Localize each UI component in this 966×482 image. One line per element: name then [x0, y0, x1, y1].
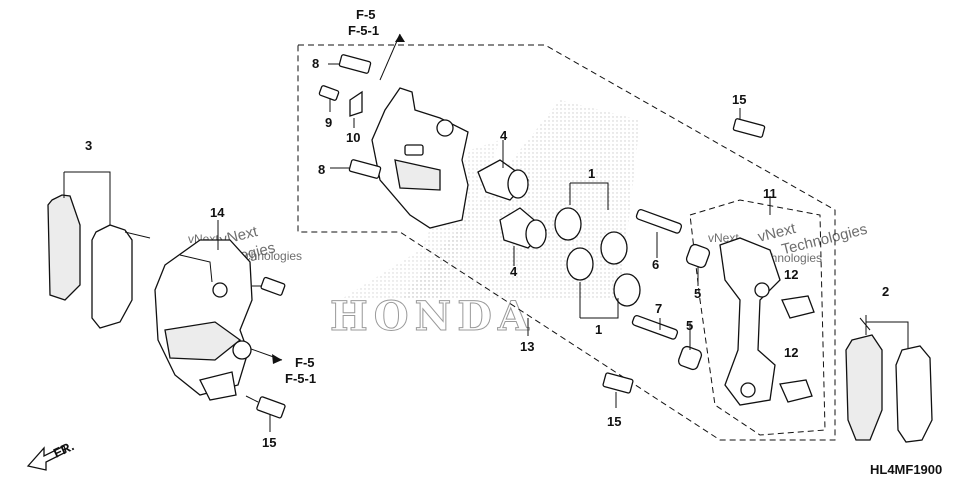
ref-side-line2: F-5-1: [285, 371, 316, 386]
seal-set: [554, 182, 641, 319]
ref-top: F-5 F-5-1: [348, 7, 405, 81]
bolt-15-upper: [732, 108, 766, 138]
brake-pad-set-right: [845, 315, 933, 443]
front-direction-arrow: FR.: [26, 438, 76, 471]
piston-upper: [477, 159, 529, 201]
callout-8-lower: 8: [318, 162, 325, 177]
bleeder-9: [318, 85, 340, 112]
callout-9: 9: [325, 115, 332, 130]
callout-15-caliper: 15: [262, 435, 276, 450]
bolt-15-caliper-top: [252, 276, 286, 296]
pad-spring-lower: [779, 379, 813, 403]
callout-13: 13: [520, 339, 534, 354]
callout-12-upper: 12: [784, 267, 798, 282]
ref-top-line1: F-5: [356, 7, 376, 22]
diagram-code: HL4MF1900: [870, 462, 942, 477]
callout-15-lower: 15: [607, 414, 621, 429]
pin-7: [631, 314, 679, 340]
ref-top-line2: F-5-1: [348, 23, 379, 38]
bleeder-cap-10: [349, 90, 363, 128]
callout-8-upper: 8: [312, 56, 319, 71]
leaders: [217, 140, 771, 432]
callout-10: 10: [346, 130, 360, 145]
boot-5-upper: [685, 243, 711, 269]
callout-5-lower: 5: [686, 318, 693, 333]
callout-1-upper: 1: [588, 166, 595, 181]
honda-watermark-text: HONDA: [330, 293, 535, 340]
callout-4-lower: 4: [510, 264, 518, 279]
callout-1-lower: 1: [595, 322, 602, 337]
pin-6: [635, 208, 683, 234]
callout-6: 6: [652, 257, 659, 272]
callout-3: 3: [85, 138, 92, 153]
bolt-8-upper: [328, 54, 372, 74]
callout-4-upper: 4: [500, 128, 508, 143]
brake-pad-set-left: [47, 171, 151, 329]
callout-2: 2: [882, 284, 889, 299]
bolt-8-lower: [330, 159, 382, 179]
callout-5-upper: 5: [694, 286, 701, 301]
callout-11: 11: [763, 186, 777, 201]
fr-label: FR.: [51, 438, 76, 460]
caliper-body: [154, 239, 253, 401]
callout-14: 14: [210, 205, 225, 220]
callout-7: 7: [655, 301, 662, 316]
caliper-upper: [371, 87, 469, 229]
callout-15-upper: 15: [732, 92, 746, 107]
vnext-watermark-left2-b: Technologies: [232, 249, 302, 263]
callout-numbers: 1 1 2 3 4 4 5 5 6 7 8 8 9 10 11 12 12 13…: [85, 56, 889, 450]
callout-12-lower: 12: [784, 345, 798, 360]
bolt-15-lower: [602, 372, 634, 394]
boot-5-lower: [677, 345, 703, 371]
caliper-bracket: [719, 237, 781, 406]
bracket-boundary: [689, 199, 826, 436]
bolt-15-caliper-bottom: [245, 395, 286, 419]
assembly-boundary: [297, 44, 836, 441]
piston-lower: [499, 207, 547, 249]
pad-spring-upper: [781, 295, 815, 319]
ref-side-line1: F-5: [295, 355, 315, 370]
